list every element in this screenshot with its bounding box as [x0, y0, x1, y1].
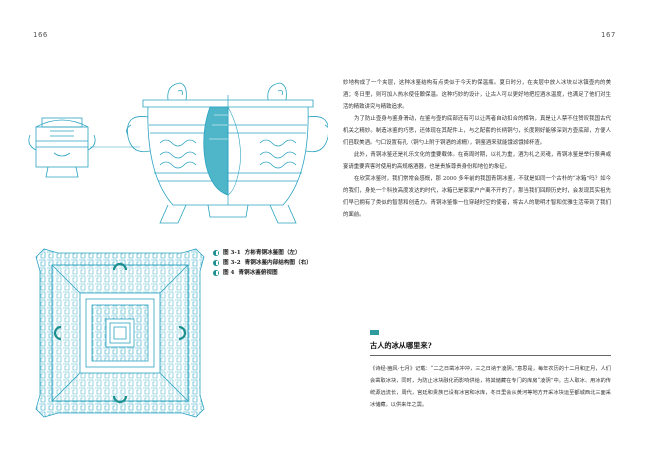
- body-paragraph: 此外，青铜冰鉴还是礼乐文化的重要载体。在商周时期，以礼为重，酒为礼之灵魂，青铜冰…: [343, 152, 611, 170]
- caption-label: 图 3-2: [223, 260, 241, 266]
- bronze-jian-plan-view: [35, 248, 205, 418]
- section-title: 古人的冰从哪里来?: [370, 341, 432, 350]
- caption-bullet-icon: [213, 250, 219, 256]
- caption-item: 图 3-2 青铜冰鉴内部结构图（右）: [213, 258, 312, 268]
- body-paragraph: 为了防止壶身与鉴身滑动，在鉴与壶的底部还有可以让两者自动扣合的榫钩，真是让人禁不…: [343, 116, 611, 146]
- caption-bullet-icon: [213, 260, 219, 266]
- inner-hu-cutaway: [203, 106, 229, 196]
- jian-vessel-drawing: [126, 82, 328, 224]
- section-marker: [370, 330, 379, 335]
- caption-label: 图 3-1: [223, 250, 241, 256]
- page-number-right: 167: [601, 31, 616, 39]
- section-body: 《诗经·豳风·七月》记载：“二之日凿冰冲冲，三之日纳于凌阴。”意思是，每年农历的…: [370, 363, 611, 411]
- body-text: 妙地构成了一个夹层，这种冰鉴结构有点类似于今天的保温瓶。夏日时分，在夹层中放入冰…: [343, 77, 611, 221]
- caption-item: 图 4 青铜冰鉴俯视图: [213, 268, 312, 278]
- square-wine-vessel-drawing: [28, 117, 96, 178]
- caption-bullet-icon: [213, 270, 219, 276]
- caption-text: 方彬青铜冰鉴图（左）: [244, 250, 301, 256]
- caption-item: 图 3-1 方彬青铜冰鉴图（左）: [213, 248, 312, 258]
- figure-captions: 图 3-1 方彬青铜冰鉴图（左） 图 3-2 青铜冰鉴内部结构图（右） 图 4 …: [213, 248, 312, 278]
- hook-markers: [53, 262, 187, 404]
- caption-text: 青铜冰鉴内部结构图（右）: [244, 260, 312, 266]
- body-paragraph: 妙地构成了一个夹层，这种冰鉴结构有点类似于今天的保温瓶。夏日时分，在夹层中放入冰…: [343, 80, 611, 110]
- bronze-jian-cutaway-illustration: [28, 82, 328, 224]
- body-paragraph: 在欣赏冰鉴时，我们常常会感慨，那 2000 多年前的我国青铜冰鉴，不就是如同一个…: [343, 176, 611, 218]
- page-number-left: 166: [33, 31, 48, 39]
- caption-label: 图 4: [223, 270, 235, 276]
- section-paragraph: 《诗经·豳风·七月》记载：“二之日凿冰冲冲，三之日纳于凌阴。”意思是，每年农历的…: [370, 366, 611, 408]
- caption-text: 青铜冰鉴俯视图: [238, 270, 278, 276]
- section-divider: [370, 355, 611, 356]
